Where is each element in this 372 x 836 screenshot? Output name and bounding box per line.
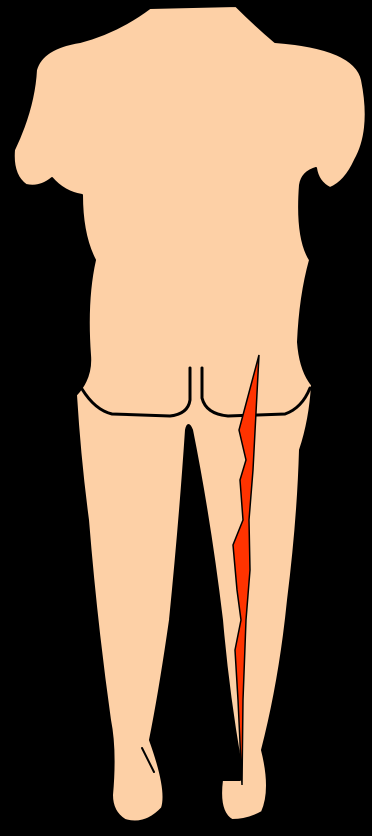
body-diagram bbox=[0, 0, 372, 836]
